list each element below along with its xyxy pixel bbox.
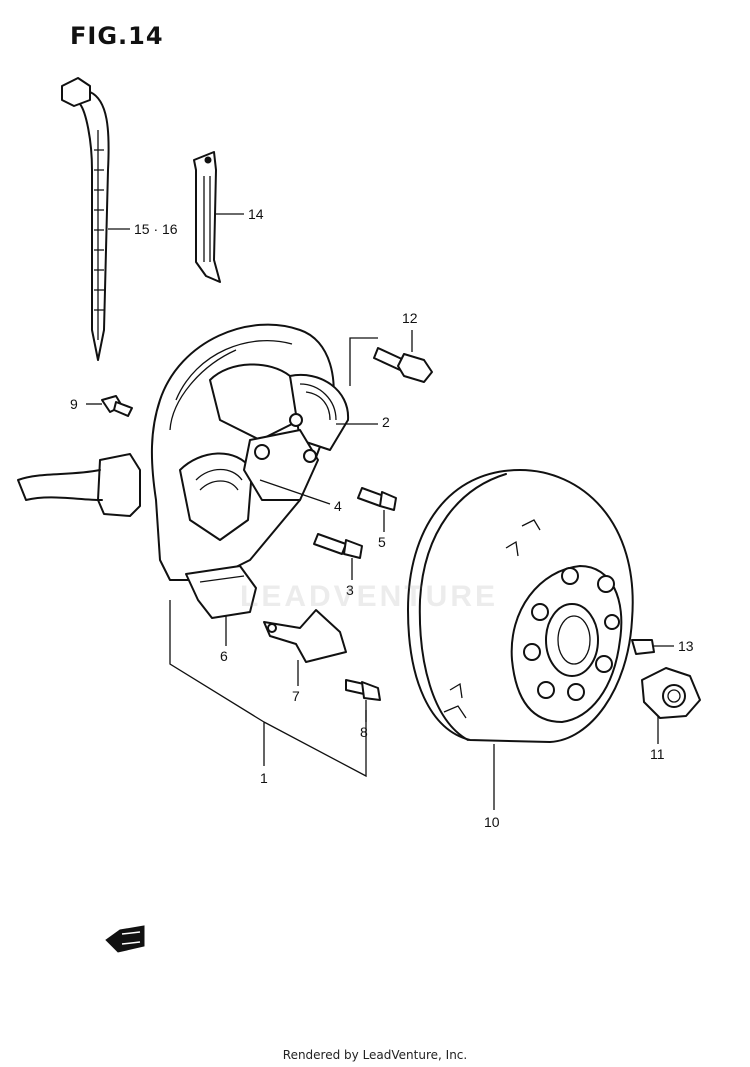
footer-credit: Rendered by LeadVenture, Inc. — [282, 1048, 468, 1062]
callout-14: 14 — [248, 206, 264, 222]
bolt-12-part — [373, 347, 433, 383]
watermark: LEADVENTURE — [240, 580, 499, 613]
cable-tie-part — [61, 77, 110, 361]
callout-5: 5 — [378, 534, 386, 550]
callout-12: 12 — [402, 310, 418, 326]
callout-7: 7 — [292, 688, 300, 704]
callout-15-16: 15 · 16 — [134, 221, 178, 237]
leader-1 — [169, 600, 367, 778]
bracket-7-part — [263, 609, 347, 663]
callout-3: 3 — [346, 582, 354, 598]
callout-9: 9 — [70, 396, 78, 412]
callout-13: 13 — [678, 638, 694, 654]
screw-3-part — [313, 533, 363, 559]
screw-9-part — [101, 395, 133, 417]
callout-2: 2 — [382, 414, 390, 430]
screw-5-part — [357, 487, 397, 511]
figure-title: FIG.14 — [70, 22, 164, 50]
flywheel-rotor-part — [407, 469, 634, 743]
callout-10: 10 — [484, 814, 500, 830]
front-direction-icon — [105, 925, 145, 953]
callout-4: 4 — [334, 498, 342, 514]
callout-6: 6 — [220, 648, 228, 664]
stator-assembly — [17, 323, 350, 619]
callout-1: 1 — [260, 770, 268, 786]
leader-12 — [349, 330, 413, 386]
leader-4 — [259, 479, 331, 505]
key-13-part — [631, 639, 655, 655]
nut-11-part — [641, 667, 701, 719]
callout-8: 8 — [360, 724, 368, 740]
clamp-part — [193, 151, 221, 283]
screw-8-part — [345, 679, 381, 701]
callout-11: 11 — [650, 746, 665, 762]
